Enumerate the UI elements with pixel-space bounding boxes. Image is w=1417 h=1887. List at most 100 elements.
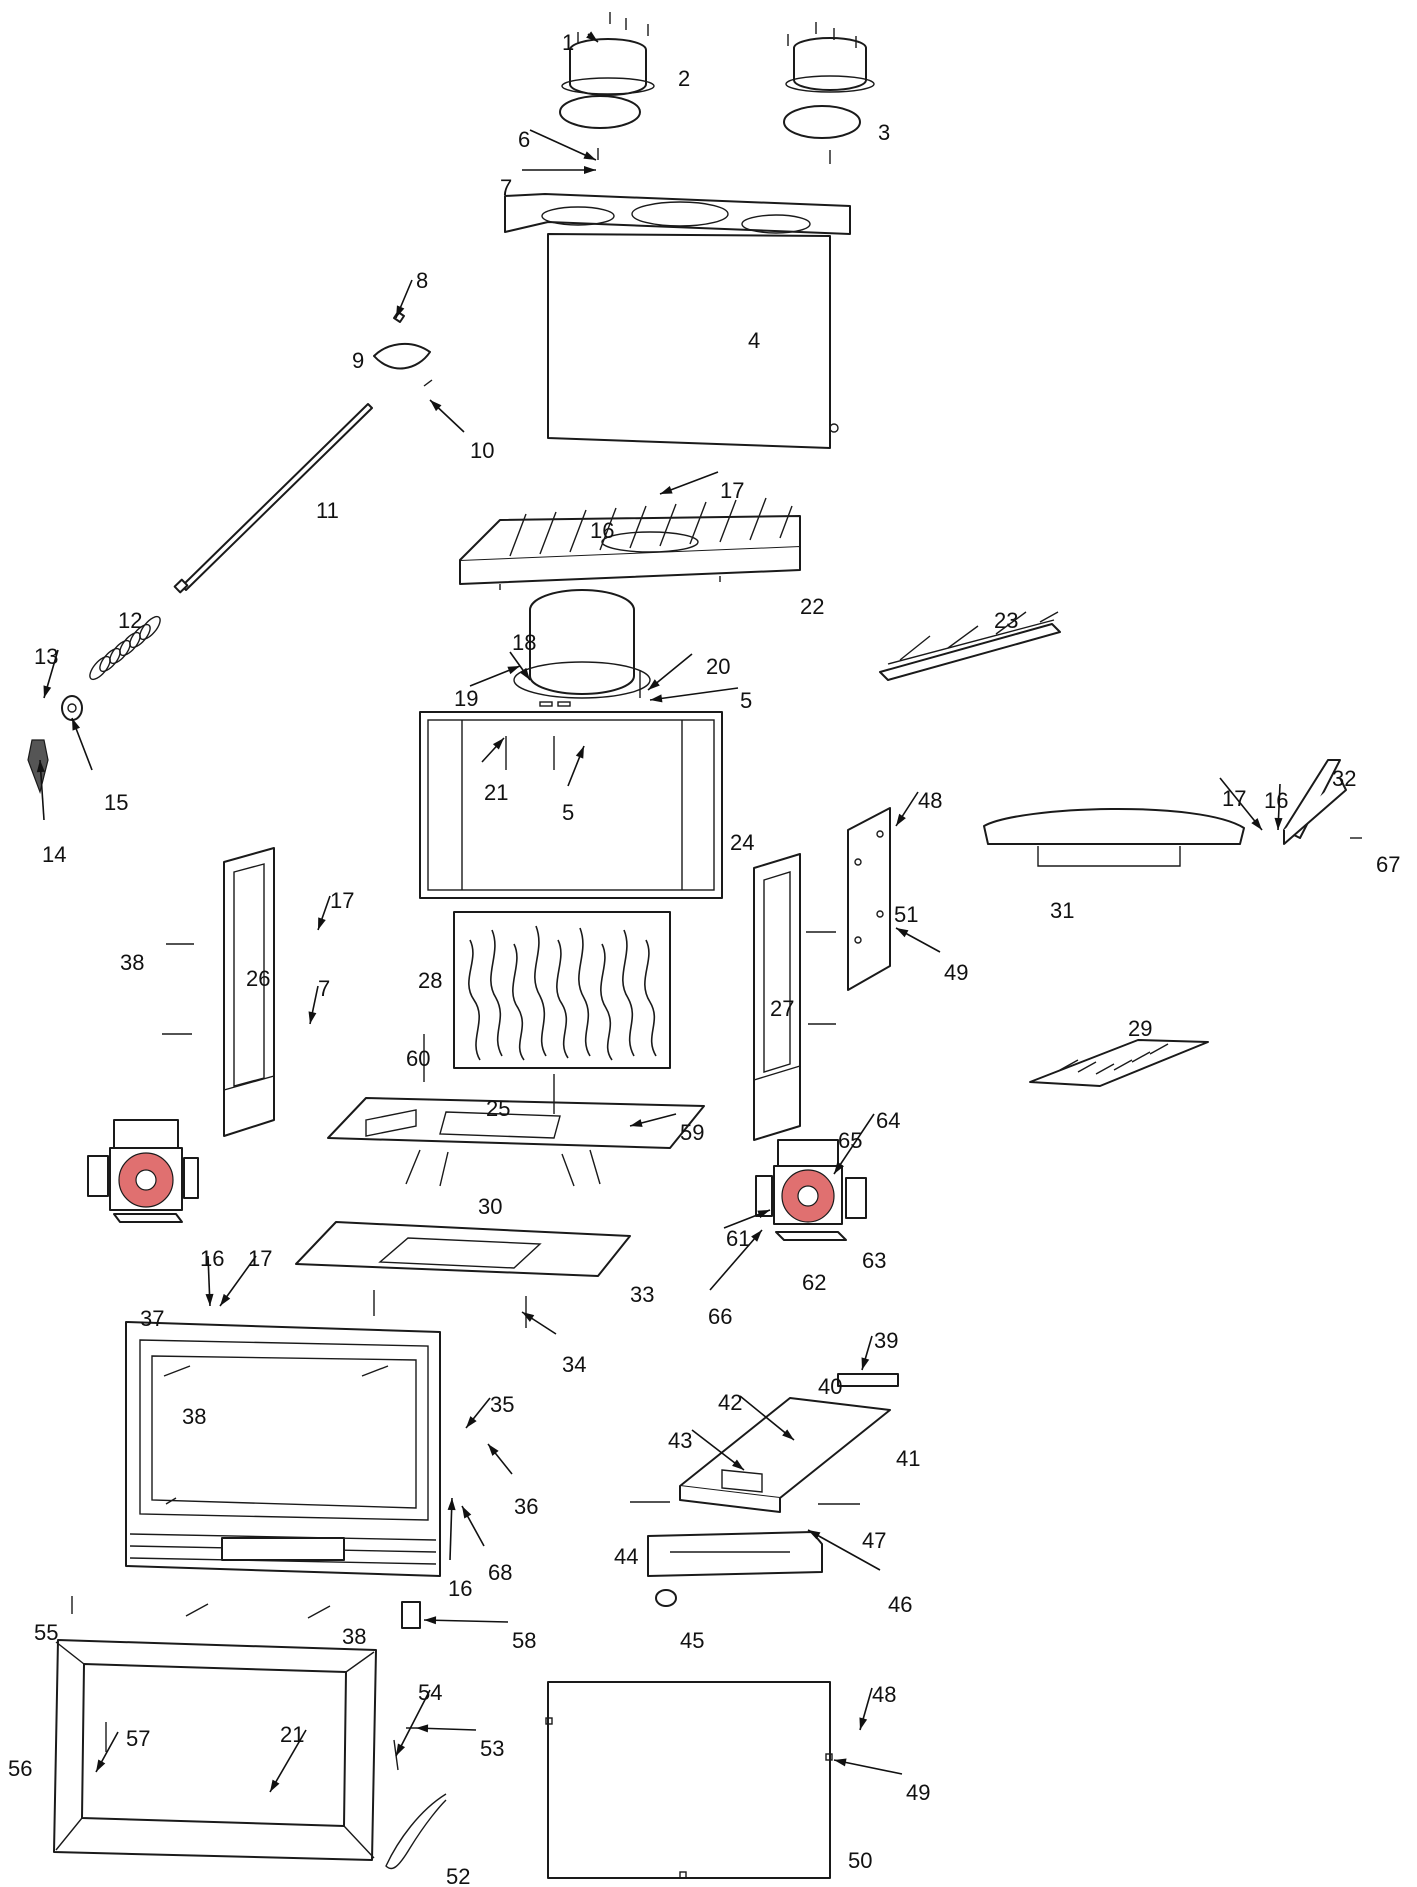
spring: [89, 615, 161, 681]
grate: [459, 497, 801, 590]
callout-c54: 54: [418, 1680, 442, 1705]
deflector-bracket: [1283, 759, 1362, 845]
callout-c67: 67: [1376, 852, 1400, 877]
callout-c1: 1: [562, 30, 574, 55]
leader-arrowhead: [861, 1357, 870, 1370]
callout-c63: 63: [862, 1248, 886, 1273]
callout-c30: 30: [478, 1194, 502, 1219]
leader-arrowhead: [896, 928, 909, 938]
switch: [401, 1601, 421, 1629]
side-shield: [847, 807, 891, 991]
leader-arrowhead: [396, 305, 405, 318]
callout-c4: 4: [748, 328, 760, 353]
callout-c20: 20: [706, 654, 730, 679]
callout-c29: 29: [1128, 1016, 1152, 1041]
callout-c66: 66: [708, 1304, 732, 1329]
callout-c38b: 38: [182, 1404, 206, 1429]
callout-c47: 47: [862, 1528, 886, 1553]
callout-c46: 46: [888, 1592, 912, 1617]
door-frame: [53, 1596, 416, 1861]
callout-c52: 52: [446, 1864, 470, 1887]
leader-arrowhead: [462, 1506, 472, 1519]
leader-arrowhead: [859, 1717, 868, 1730]
callout-c15: 15: [104, 790, 128, 815]
leader-arrowhead: [575, 746, 584, 759]
callout-c17b: 17: [1222, 786, 1246, 811]
callout-c16c: 16: [200, 1246, 224, 1271]
front-frame: [125, 1321, 441, 1619]
leader-arrowhead: [416, 1724, 429, 1733]
callout-c60: 60: [406, 1046, 430, 1071]
leader-arrowhead: [507, 666, 520, 675]
leader-line: [833, 1113, 875, 1175]
leader-arrowhead: [447, 1498, 456, 1511]
top-hood-panel: [504, 193, 851, 449]
callout-c58: 58: [512, 1628, 536, 1653]
callout-c5a: 5: [740, 688, 752, 713]
callout-c62: 62: [802, 1270, 826, 1295]
flue-collar: [513, 589, 651, 707]
callout-c2: 2: [678, 66, 690, 91]
leader-arrowhead: [808, 1530, 821, 1540]
callout-labels: 1236748910111716221213181920523151421524…: [8, 30, 1400, 1887]
callout-c53: 53: [480, 1736, 504, 1761]
callout-c17c: 17: [330, 888, 354, 913]
callout-c32: 32: [1332, 766, 1356, 791]
callout-c57: 57: [126, 1726, 150, 1751]
callout-c56: 56: [8, 1756, 32, 1781]
leader-arrowhead: [205, 1293, 214, 1306]
leader-arrowhead: [1251, 818, 1262, 830]
callout-c34: 34: [562, 1352, 586, 1377]
leader-arrowhead: [492, 738, 504, 750]
callout-c45: 45: [680, 1628, 704, 1653]
leader-arrowhead: [584, 166, 596, 174]
callout-c16d: 16: [448, 1576, 472, 1601]
leader-arrowhead: [519, 667, 530, 680]
callout-c55: 55: [34, 1620, 58, 1645]
callout-c21a: 21: [484, 780, 508, 805]
callout-c17d: 17: [248, 1246, 272, 1271]
leader-arrowhead: [466, 1416, 477, 1428]
door-hook: [385, 1793, 447, 1870]
leader-line: [395, 1689, 431, 1757]
callout-c40: 40: [818, 1374, 842, 1399]
callout-c12: 12: [118, 608, 142, 633]
leader-arrowhead: [522, 1312, 535, 1322]
leader-arrowhead: [586, 31, 598, 42]
knob: [27, 695, 83, 795]
leader-arrowhead: [648, 679, 660, 690]
fan-left: [87, 1119, 199, 1223]
callout-c6: 6: [518, 127, 530, 152]
callout-c27: 27: [770, 996, 794, 1021]
callout-c13: 13: [34, 644, 58, 669]
leader-arrowhead: [43, 685, 52, 698]
callout-c18: 18: [512, 630, 536, 655]
callout-c42: 42: [718, 1390, 742, 1415]
callout-c19: 19: [454, 686, 478, 711]
callout-c49a: 49: [944, 960, 968, 985]
top-deflector: [983, 807, 1245, 867]
leader-arrowhead: [488, 1444, 499, 1456]
leader-arrowhead: [630, 1119, 643, 1127]
callout-c50: 50: [848, 1848, 872, 1873]
callout-c35: 35: [490, 1392, 514, 1417]
leader-arrowhead: [396, 1743, 406, 1756]
leader-arrowhead: [751, 1230, 762, 1242]
screws-top: [577, 12, 857, 164]
callout-c31: 31: [1050, 898, 1074, 923]
leader-arrowhead: [1274, 817, 1283, 830]
control-box: [630, 1373, 899, 1607]
callout-c38c: 38: [342, 1624, 366, 1649]
back-panel: [545, 1681, 833, 1879]
callout-c16b: 16: [1264, 788, 1288, 813]
damper-rod: [173, 311, 433, 594]
leader-line: [423, 1619, 509, 1623]
callout-c23: 23: [994, 608, 1018, 633]
leader-arrowhead: [430, 400, 442, 412]
callout-c68: 68: [488, 1560, 512, 1585]
callout-c51: 51: [894, 902, 918, 927]
callout-c26: 26: [246, 966, 270, 991]
callout-c22: 22: [800, 594, 824, 619]
fan-right: [755, 1139, 867, 1241]
